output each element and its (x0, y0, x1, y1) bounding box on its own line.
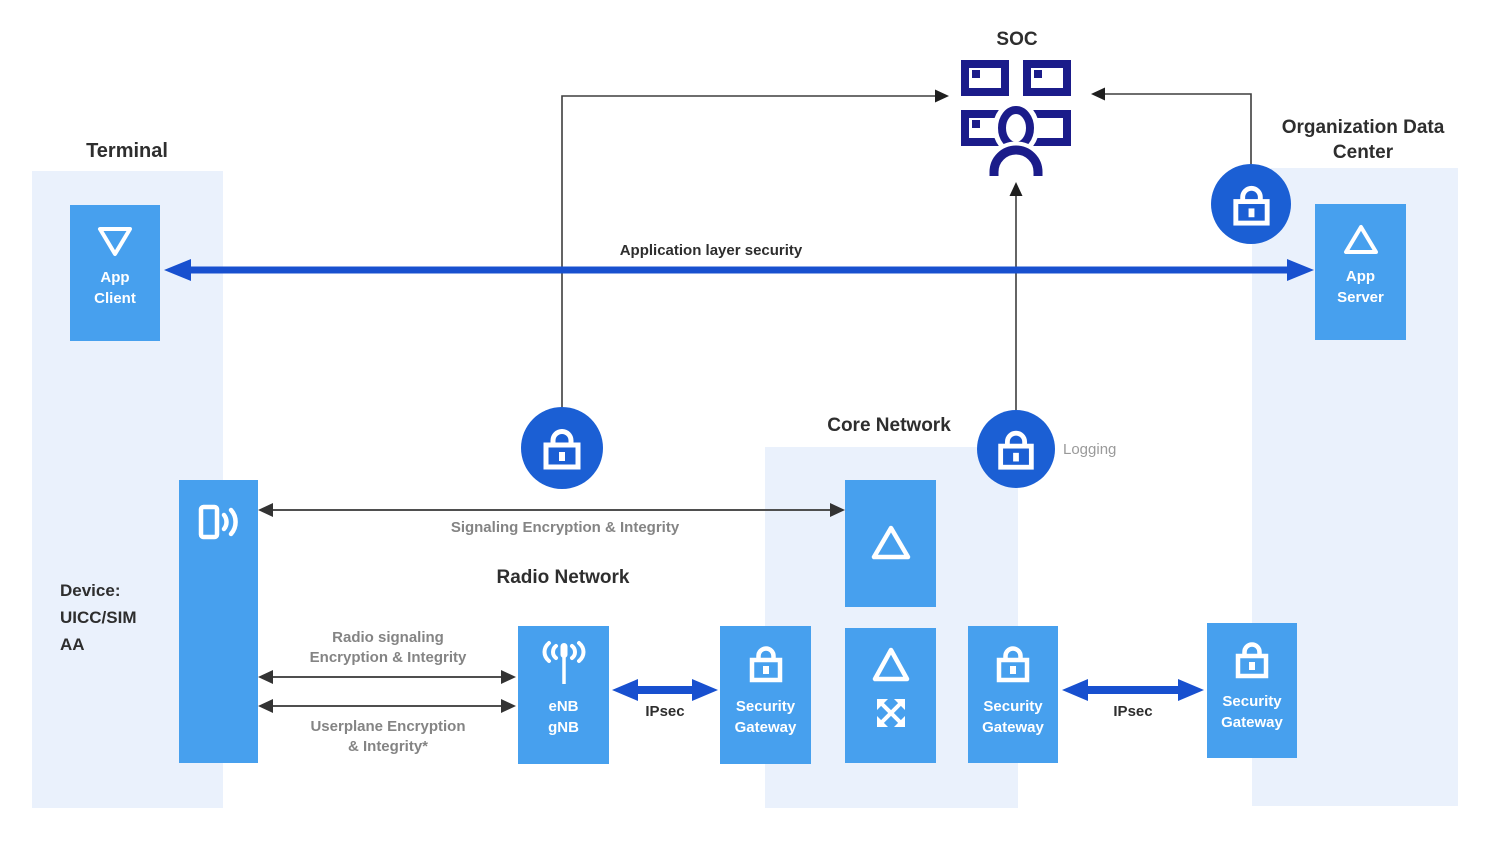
soc-link-radio-line (561, 89, 949, 407)
mobile-device-icon (198, 504, 238, 540)
terminal-title: Terminal (86, 140, 168, 162)
arrowhead-left-icon (1091, 87, 1105, 101)
odc-title: Organization Data Center (1281, 117, 1445, 163)
ipsec-arrow-2 (1062, 679, 1204, 701)
ipsec-label-2: IPsec (1113, 703, 1153, 720)
device-note: Device: UICC/SIM AA (60, 581, 137, 654)
soc-link-odc-line (1091, 87, 1252, 164)
security-gateway-2-node: Security Gateway (968, 626, 1058, 763)
core-network-title: Core Network (827, 415, 951, 436)
security-gateway-3-label: Security Gateway (1221, 693, 1283, 731)
padlock-icon (998, 430, 1034, 470)
enb-gnb-node: eNB gNB (518, 626, 609, 764)
radio-signaling-arrow (258, 670, 516, 684)
padlock-icon (1235, 642, 1269, 679)
antenna-icon (542, 641, 585, 684)
padlock-icon (749, 646, 782, 683)
app-server-label: App Server (1337, 268, 1384, 306)
ipsec-label-1: IPsec (645, 703, 685, 720)
signaling-label: Signaling Encryption & Integrity (450, 519, 680, 536)
soc-link-logging-line (1009, 182, 1023, 410)
app-client-label: App Client (94, 269, 136, 307)
lock-badge-odc (1211, 164, 1291, 244)
crossed-arrows-icon (876, 699, 905, 727)
userplane-label: Userplane Encryption & Integrity* (310, 718, 466, 755)
app-layer-arrow (164, 259, 1314, 281)
userplane-arrow (258, 699, 516, 713)
app-client-node: App Client (70, 205, 160, 341)
security-gateway-1-label: Security Gateway (734, 698, 797, 736)
soc-title: SOC (996, 29, 1038, 50)
logging-label: Logging (1063, 441, 1117, 458)
app-layer-label: Application layer security (619, 242, 803, 259)
enb-gnb-label: eNB gNB (548, 698, 579, 736)
signaling-arrow (258, 503, 845, 517)
lock-badge-logging (977, 410, 1055, 488)
core-routing-node (845, 628, 936, 763)
padlock-icon (1232, 185, 1270, 226)
radio-network-title: Radio Network (496, 567, 630, 588)
triangle-up-icon (872, 647, 909, 682)
arrowhead-right-icon (935, 89, 949, 103)
padlock-icon (996, 646, 1030, 683)
device-node (179, 480, 258, 763)
lock-badge-radio (521, 407, 603, 489)
soc-operator-icon (961, 60, 1071, 176)
ipsec-arrow-1 (612, 679, 718, 701)
triangle-up-icon (1343, 225, 1378, 254)
core-function-node (845, 480, 936, 607)
triangle-down-icon (98, 227, 132, 256)
app-server-node: App Server (1315, 204, 1406, 340)
security-gateway-2-label: Security Gateway (982, 698, 1044, 736)
security-gateway-1-node: Security Gateway (720, 626, 811, 764)
security-gateway-3-node: Security Gateway (1207, 623, 1297, 758)
arrowhead-up-icon (1009, 182, 1023, 196)
padlock-icon (543, 429, 581, 470)
radio-signaling-label: Radio signaling Encryption & Integrity (309, 629, 467, 666)
triangle-up-icon (871, 525, 910, 560)
